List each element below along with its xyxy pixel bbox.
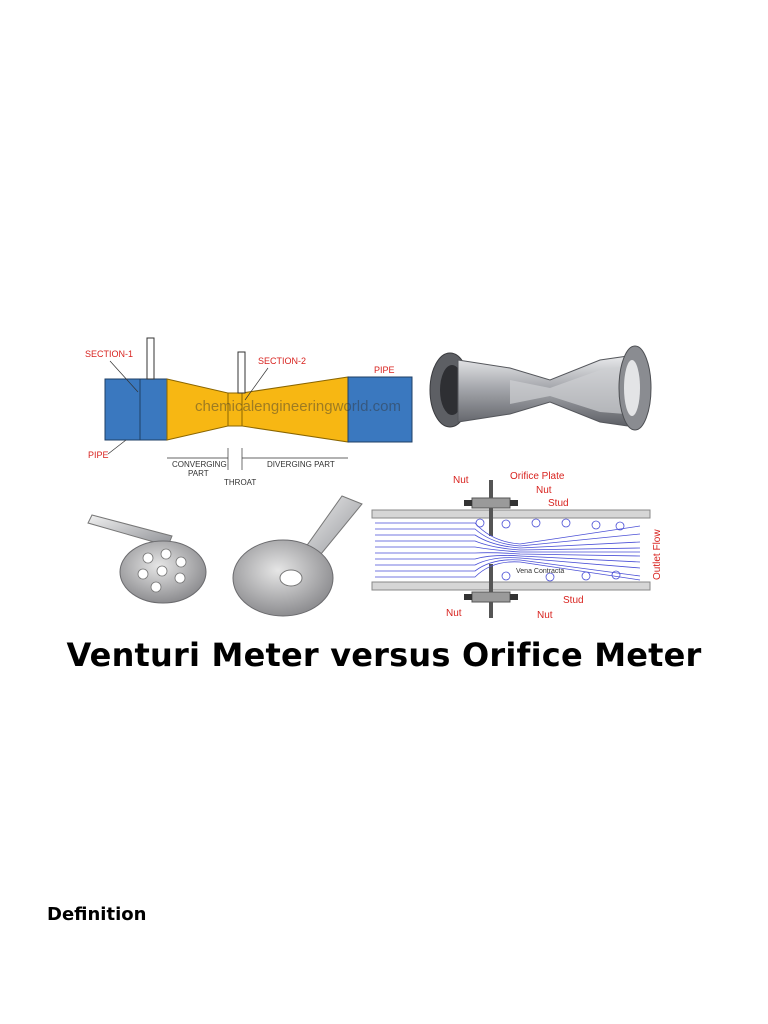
converging-label-2: PART: [188, 469, 209, 478]
outlet-flow-label: Outlet Flow: [652, 529, 663, 580]
nut-bottom-left-shape: [464, 594, 472, 600]
orifice-plate-single: [232, 495, 363, 617]
watermark: chemicalengineeringworld.com: [195, 398, 401, 415]
section2-leader: [244, 367, 269, 401]
eddies: [475, 518, 625, 582]
orifice-flow-diagram: Nut Orifice Plate Nut Stud Vena Contract…: [371, 471, 663, 620]
section-heading: Definition: [47, 904, 147, 925]
flange-top: [471, 497, 511, 509]
nut-bottom-right-label: Nut: [537, 610, 553, 620]
venturi-diagram: chemicalengineeringworld.com SECTION-1 S…: [85, 337, 413, 487]
section2-label: SECTION-2: [258, 356, 306, 366]
inlet-pipe: [104, 378, 168, 441]
section1-leader: [109, 360, 139, 393]
orifice-plate-bottom: [489, 564, 493, 618]
section1-tap: [146, 337, 155, 380]
diverging-label: DIVERGING PART: [267, 460, 335, 469]
outlet-bore: [624, 360, 640, 416]
nut-bottom-left-label: Nut: [446, 608, 462, 619]
vena-contracta-label: Vena Contracta: [516, 568, 564, 575]
page-title: Venturi Meter versus Orifice Meter: [66, 636, 702, 674]
venturi-3d-render: [429, 345, 652, 431]
section2-tap: [237, 351, 246, 394]
nut-top-left-shape: [464, 500, 472, 506]
orifice-plate-multihole: [87, 514, 207, 604]
pipe-left-label: PIPE: [88, 450, 109, 460]
stud-top-label: Stud: [548, 498, 569, 509]
figure-svg: chemicalengineeringworld.com SECTION-1 S…: [85, 337, 663, 620]
pipe-right-label: PIPE: [374, 365, 395, 375]
plate1-holes: [137, 548, 187, 593]
section1-label: SECTION-1: [85, 349, 133, 359]
nut-bottom-right-shape: [510, 594, 518, 600]
stud-bottom-label: Stud: [563, 595, 584, 606]
pipe-wall-bottom: [371, 581, 651, 591]
flange-bottom: [471, 591, 511, 603]
pipe-wall-top: [371, 509, 651, 519]
pipe-left-leader: [107, 439, 127, 455]
converging-label-1: CONVERGING: [172, 460, 227, 469]
outlet-pipe: [347, 376, 413, 443]
nut-top-right-label: Nut: [536, 485, 552, 496]
comparison-figure: chemicalengineeringworld.com SECTION-1 S…: [80, 330, 680, 620]
nut-top-left-label: Nut: [453, 475, 469, 486]
flow-lines: [375, 522, 641, 581]
throat-label: THROAT: [224, 478, 256, 487]
plate2-bore: [279, 569, 303, 587]
nut-top-right-shape: [510, 500, 518, 506]
orifice-plate-label: Orifice Plate: [510, 471, 565, 482]
venturi-inner: [510, 366, 625, 414]
